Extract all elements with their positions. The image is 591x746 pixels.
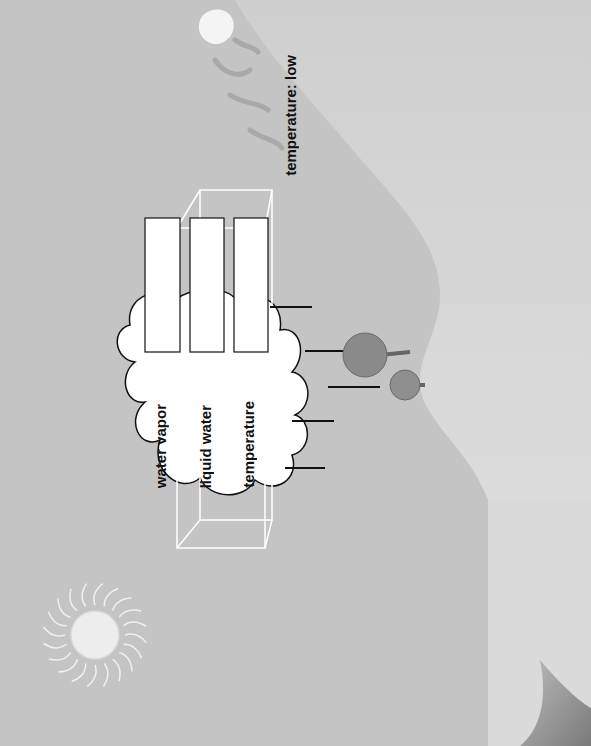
snow-cap	[199, 10, 234, 45]
sun-ray	[125, 634, 146, 643]
sun-ray	[124, 622, 147, 626]
sun-ray	[94, 584, 103, 605]
wireframe-box	[177, 190, 272, 548]
rain-lines	[270, 307, 380, 468]
mountain-streaks	[215, 40, 282, 148]
sun-ray	[119, 653, 132, 672]
sun-ray	[87, 665, 96, 686]
ground-strip	[488, 500, 591, 746]
sun-ray	[44, 627, 65, 636]
answer-boxes	[145, 218, 268, 352]
condition-note: temperature: low	[281, 55, 301, 176]
sun-ray	[119, 610, 141, 617]
trees	[343, 333, 425, 400]
sun	[44, 584, 147, 687]
sun-ray	[70, 589, 77, 611]
sun-ray	[49, 653, 71, 660]
sun-ray	[103, 664, 107, 687]
sun-ray	[113, 598, 132, 611]
row-label: liquid water	[196, 405, 216, 488]
row-label: temperature	[239, 401, 259, 488]
sun-ray	[82, 584, 86, 607]
sun-ray	[113, 659, 120, 681]
sun-ray	[44, 643, 67, 647]
corner-shade	[520, 660, 591, 746]
row-label: water vapor	[151, 404, 171, 488]
sun-ray	[58, 659, 77, 672]
sun-ray	[58, 598, 71, 617]
